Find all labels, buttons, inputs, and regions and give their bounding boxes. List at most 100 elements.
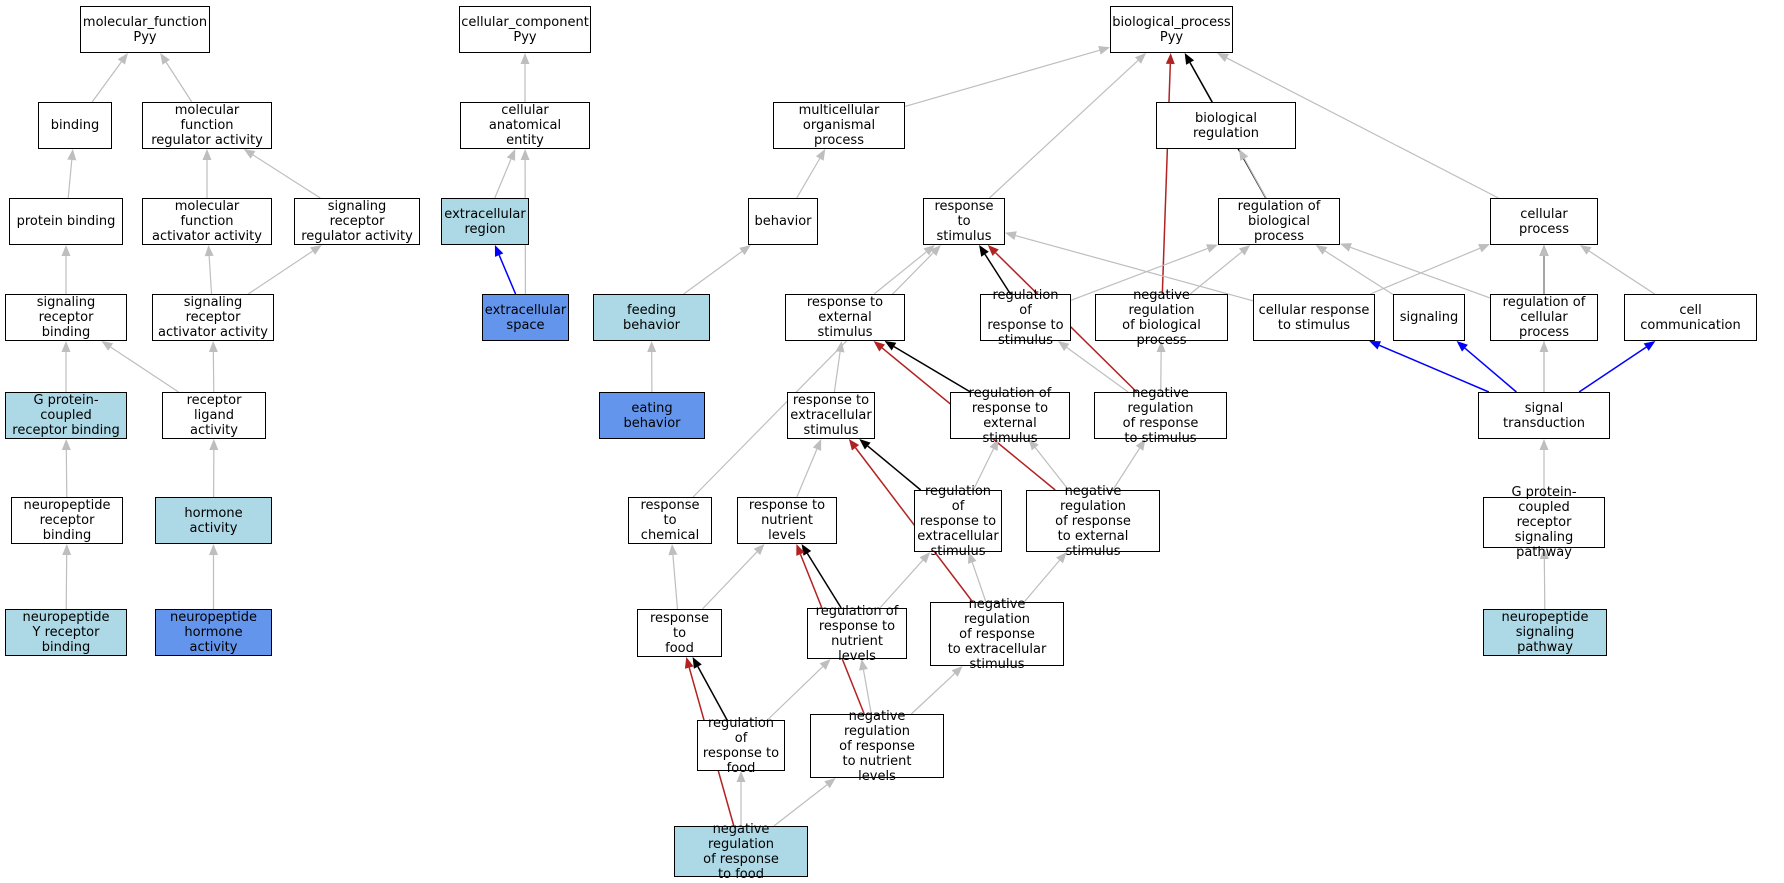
node-regulation-of-biological-process: regulation of biological process: [1218, 198, 1340, 245]
node-response-to-chemical: response to chemical: [628, 497, 712, 544]
edge-negregrext-to-regrext: [1034, 447, 1070, 491]
arrowhead-negregrext-to-regrext: [1028, 439, 1039, 451]
edge-sract-to-mfact: [208, 255, 213, 295]
arrowhead-srregact-to-mfreg: [243, 149, 256, 159]
edge-rligand-to-srbind: [110, 346, 179, 393]
arrowhead-rfood-to-rchem: [668, 544, 678, 556]
node-negative-regulation-of-response-to-extracellular-stimulus: negative regulation of response to extra…: [930, 597, 1064, 672]
arrowhead-rligand-to-sract: [208, 341, 218, 352]
node-biological-regulation: biological regulation: [1156, 102, 1296, 149]
edge-protbind-to-binding: [67, 159, 73, 199]
edge-rnut-to-rextra: [796, 448, 818, 498]
node-signaling-receptor-binding: signaling receptor binding: [5, 294, 127, 341]
node-cellular-response-to-stimulus: cellular response to stimulus: [1253, 294, 1375, 341]
arrowhead-nprbind-to-gpcrbind: [61, 439, 71, 450]
arrowhead-negregrextra-to-negregrext: [1056, 552, 1067, 564]
node-feeding-behavior: feeding behavior: [593, 294, 710, 341]
node-behavior: behavior: [748, 198, 818, 245]
edge-regrstim-to-regbp: [1070, 247, 1208, 301]
arrowhead-hormone-to-rligand: [209, 439, 219, 450]
arrowhead-ecspace-to-ecregion: [494, 245, 504, 257]
node-binding: binding: [38, 102, 112, 149]
arrowhead-cellcomm-to-cellproc: [1579, 245, 1592, 255]
arrowhead-negregrextra-to-regrextra: [968, 552, 977, 564]
edge-cellproc-to-bp: [1226, 57, 1499, 199]
arrowhead-ecregion-to-cae: [506, 149, 516, 161]
arrowhead-sigtrans-to-signaling: [1456, 341, 1468, 352]
edge-sigtrans-to-cellrstim: [1378, 344, 1490, 393]
node-negative-regulation-of-biological-process: negative regulation of biological proces…: [1095, 288, 1228, 348]
edge-negregbp-to-bp: [1161, 63, 1172, 295]
node-cellular-anatomical-entity: cellular anatomical entity: [460, 102, 590, 149]
edge-cellcomm-to-cellproc: [1588, 250, 1655, 295]
arrowhead-rchem-to-rstim: [930, 245, 941, 256]
edge-negregrfood-to-negregrnut: [773, 784, 828, 827]
edge-regrstim-to-rstim: [984, 253, 1012, 295]
edge-regrext-to-rext: [893, 345, 971, 393]
arrowhead-cellrstim-to-rstim: [1005, 231, 1017, 240]
edge-regbp-to-bioreg: [1243, 158, 1267, 199]
node-molecular-function-activator-activity: molecular function activator activity: [142, 198, 272, 245]
arrowhead-negregrnut-to-rnut: [796, 544, 805, 556]
node-neuropeptide-receptor-binding: neuropeptide receptor binding: [11, 497, 123, 544]
node-hormone-activity: hormone activity: [155, 497, 272, 544]
arrowhead-regrfood-to-rfood: [692, 657, 702, 669]
node-signaling: signaling: [1393, 294, 1465, 341]
edge-mfreg-to-mf: [165, 61, 193, 103]
edge-sigtrans-to-cellcomm: [1578, 346, 1647, 393]
edge-ecregion-to-cae: [494, 158, 512, 199]
node-negative-regulation-of-response-to-external-stimulus: negative regulation of response to exter…: [1026, 484, 1160, 559]
node-response-to-external-stimulus: response to external stimulus: [785, 294, 905, 341]
arrowhead-regrext-to-rext: [884, 341, 897, 351]
node-regulation-of-response-to-extracellular-stimulus: regulation of response to extracellular …: [914, 484, 1002, 559]
arrowhead-negregrnut-to-regrnut: [859, 659, 868, 671]
arrowhead-negregrext-to-negregrstim: [1135, 439, 1146, 451]
node-regulation-of-response-to-food: regulation of response to food: [697, 716, 785, 776]
edge-regrfood-to-rfood: [697, 666, 728, 721]
arrowhead-rextra-to-rext: [835, 341, 845, 353]
arrowhead-negregrextra-to-rextra: [848, 439, 860, 451]
arrowhead-rligand-to-srbind: [101, 341, 114, 351]
arrowhead-sigtrans-to-cellproc: [1539, 245, 1549, 256]
arrowhead-gpcrbind-to-srbind: [61, 341, 71, 352]
node-response-to-nutrient-levels: response to nutrient levels: [737, 497, 837, 544]
node-signaling-receptor-regulator-activity: signaling receptor regulator activity: [294, 198, 420, 245]
node-negative-regulation-of-response-to-food: negative regulation of response to food: [674, 822, 808, 882]
arrowhead-negregrstim-to-rstim: [987, 245, 999, 256]
node-biological-process-root: biological_process Pyy: [1110, 6, 1233, 53]
edge-cellrstim-to-cellproc: [1370, 247, 1481, 295]
edge-sigtrans-to-signaling: [1464, 347, 1517, 393]
arrowhead-signaling-to-regbp: [1315, 245, 1328, 255]
node-regulation-of-response-to-external-stimulus: regulation of response to external stimu…: [950, 386, 1070, 446]
node-cellular-process: cellular process: [1490, 198, 1598, 245]
arrowhead-regbp-to-bioreg: [1239, 149, 1249, 161]
arrowhead-sigtrans-to-cellcomm: [1643, 341, 1656, 351]
arrowhead-regrfood-to-regrnut: [819, 659, 831, 670]
edge-negregbp-to-regbp: [1189, 251, 1243, 295]
arrowhead-feeding-to-behavior: [739, 245, 751, 256]
edge-binding-to-mf: [91, 61, 122, 103]
edge-negregrextra-to-regrextra: [971, 562, 987, 603]
node-extracellular-region: extracellular region: [441, 198, 529, 245]
arrowhead-gpcrsig-to-sigtrans: [1539, 439, 1549, 450]
arrowhead-negregrnut-to-negregrextra: [951, 666, 963, 677]
arrowhead-mop-to-bp: [1098, 46, 1110, 55]
arrowhead-regrnut-to-regrextra: [919, 552, 931, 564]
arrowhead-ecspace-to-cae: [520, 149, 530, 160]
node-g-protein-coupled-receptor-signaling-pathway: G protein-coupled receptor signaling pat…: [1483, 485, 1605, 560]
node-cell-communication: cell communication: [1624, 294, 1757, 341]
node-signal-transduction: signal transduction: [1478, 392, 1610, 439]
arrowhead-behavior-to-mop: [815, 149, 826, 161]
edge-regrextra-to-regrext: [972, 448, 995, 491]
edge-rchem-to-rstim: [692, 252, 934, 498]
arrowhead-negregrstim-to-negregbp: [1156, 341, 1166, 352]
node-receptor-ligand-activity: receptor ligand activity: [162, 392, 266, 439]
edge-signaling-to-regbp: [1324, 250, 1394, 295]
edge-rfood-to-rchem: [672, 554, 679, 610]
arrowhead-regrstim-to-rstim: [979, 245, 989, 257]
edge-rext-to-rstim: [873, 251, 927, 295]
arrowhead-negregrfood-to-negregrnut: [824, 778, 836, 789]
edge-rfood-to-rnut: [701, 551, 758, 610]
